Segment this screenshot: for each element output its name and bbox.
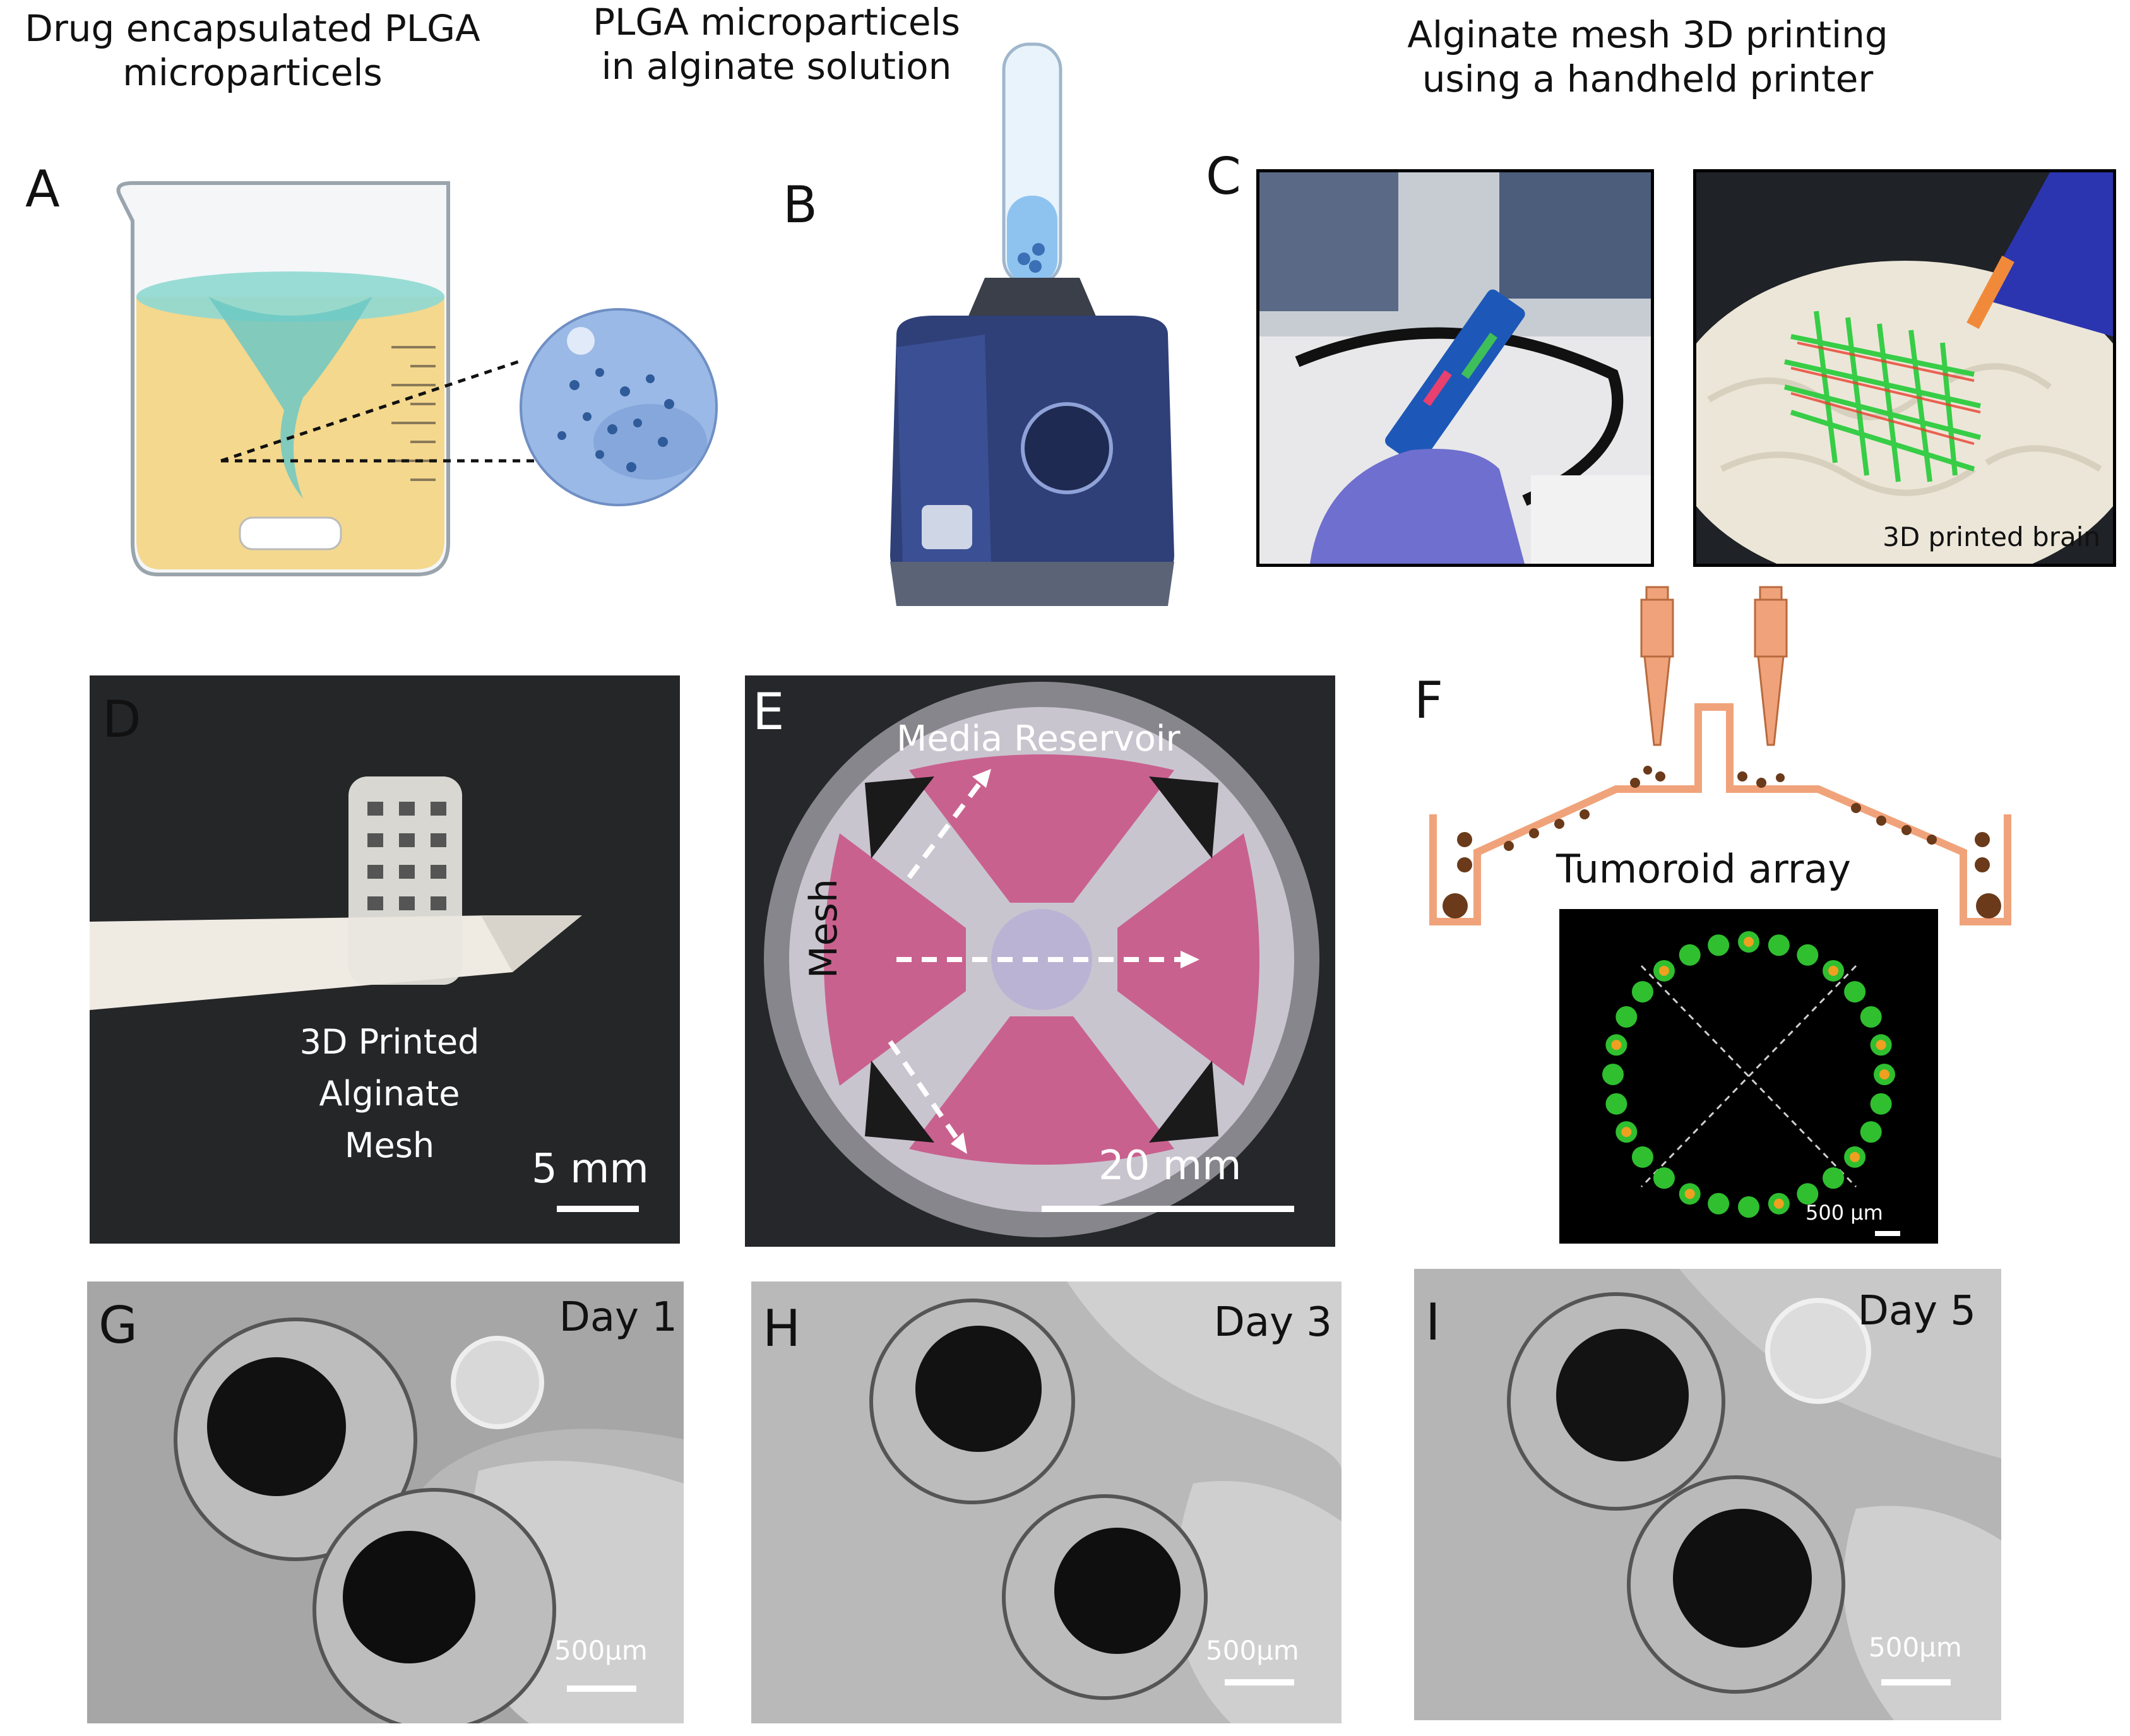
panel-i-letter: I	[1425, 1293, 1441, 1352]
tumoroid	[1797, 1183, 1819, 1205]
panel-i-day-label: Day 5	[1857, 1288, 1976, 1335]
panel-c-printed-brain-photo: 3D printed brain	[1693, 169, 2116, 567]
panel-c-title-line2: using a handheld printer	[1422, 57, 1874, 100]
tumoroid-core	[1658, 965, 1669, 976]
panel-a-letter: A	[25, 160, 60, 218]
tumoroid	[1844, 981, 1866, 1003]
tumoroid-core	[1684, 1189, 1695, 1199]
tumoroid	[1679, 944, 1701, 966]
tumoroid-core	[1850, 1151, 1860, 1162]
tumoroid	[1738, 1196, 1759, 1218]
panel-c-title: Alginate mesh 3D printing using a handhe…	[1357, 13, 1938, 101]
panel-c-letter: C	[1206, 147, 1241, 206]
panel-c-title-line1: Alginate mesh 3D printing	[1407, 13, 1888, 56]
panel-h-letter: H	[763, 1299, 801, 1358]
panel-d-caption: 3D Printed Alginate Mesh	[279, 1016, 500, 1172]
panel-h-micrograph: H Day 3 500μm	[751, 1281, 1342, 1723]
panel-a-title-line2: microparticels	[122, 51, 383, 94]
panel-e-reservoir-label: Media Reservoir	[896, 718, 1181, 759]
panel-d-scale-label: 5 mm	[532, 1146, 649, 1192]
tumoroid	[1860, 1006, 1882, 1028]
tumoroid	[1653, 1167, 1675, 1189]
panel-e-chip-photo: E Media Reservoir Mesh 20 mm	[745, 675, 1335, 1247]
panel-i-micrograph: I Day 5 500μm	[1414, 1269, 2001, 1720]
tumoroid	[1823, 1167, 1845, 1189]
tumoroid-core	[1876, 1040, 1886, 1050]
tumoroid	[1631, 981, 1653, 1003]
tumoroid	[1631, 1146, 1653, 1168]
tumoroid	[1615, 1006, 1638, 1028]
panel-i-scale-label: 500μm	[1869, 1632, 1962, 1663]
panel-c-brain-caption: 3D printed brain	[1883, 521, 2100, 552]
panel-d-caption-line1: 3D Printed	[299, 1022, 480, 1062]
panel-g-letter: G	[98, 1296, 138, 1355]
tumoroid	[1860, 1121, 1882, 1143]
panel-b-letter: B	[783, 175, 818, 234]
panel-e-scale-label: 20 mm	[1098, 1143, 1242, 1189]
panel-c-handheld-printer-photo	[1256, 169, 1654, 567]
panel-a-title-line1: Drug encapsulated PLGA	[25, 7, 480, 50]
panel-a-title: Drug encapsulated PLGA microparticels	[0, 6, 505, 95]
tumoroid-core	[1744, 937, 1754, 947]
tumoroid	[1708, 934, 1730, 956]
tumoroid	[1797, 944, 1819, 966]
panel-b-title-line1: PLGA microparticels	[593, 1, 960, 44]
tumoroid-core	[1611, 1040, 1622, 1050]
tumoroid-core	[1828, 965, 1839, 976]
tumoroid-core	[1879, 1069, 1889, 1079]
panel-f-tumoroid-array-image: 500 µm	[1559, 909, 1938, 1244]
panel-g-day-label: Day 1	[559, 1294, 677, 1341]
tumoroid	[1768, 934, 1790, 956]
panel-f-letter: F	[1414, 671, 1444, 730]
panel-h-day-label: Day 3	[1213, 1299, 1332, 1346]
panel-f-array-label: Tumoroid array	[1556, 846, 1851, 892]
tumoroid-core	[1773, 1198, 1784, 1209]
tumoroid-core	[1621, 1127, 1632, 1138]
panel-a-beaker-illustration	[95, 170, 726, 600]
panel-g-micrograph: G Day 1 500μm	[87, 1281, 684, 1723]
panel-b-title-line2: in alginate solution	[601, 45, 952, 88]
tumoroid	[1870, 1093, 1892, 1115]
panel-d-caption-line2: Alginate Mesh	[319, 1074, 460, 1165]
tumoroid	[1708, 1192, 1730, 1215]
panel-b-title: PLGA microparticels in alginate solution	[556, 0, 997, 88]
panel-g-scale-label: 500μm	[554, 1635, 648, 1666]
panel-d-letter: D	[102, 690, 141, 749]
panel-b-mixer-illustration	[859, 38, 1187, 619]
panel-f-chip-diagram	[1427, 581, 2020, 934]
panel-h-scale-label: 500μm	[1206, 1635, 1299, 1666]
panel-e-letter: E	[753, 682, 785, 741]
panel-f-scale-label: 500 µm	[1806, 1201, 1883, 1225]
tumoroid	[1602, 1064, 1624, 1085]
tumoroid	[1605, 1093, 1627, 1115]
panel-d-mesh-photo: D 3D Printed Alginate Mesh 5 mm	[90, 675, 680, 1244]
panel-e-mesh-label: Mesh	[802, 879, 846, 978]
